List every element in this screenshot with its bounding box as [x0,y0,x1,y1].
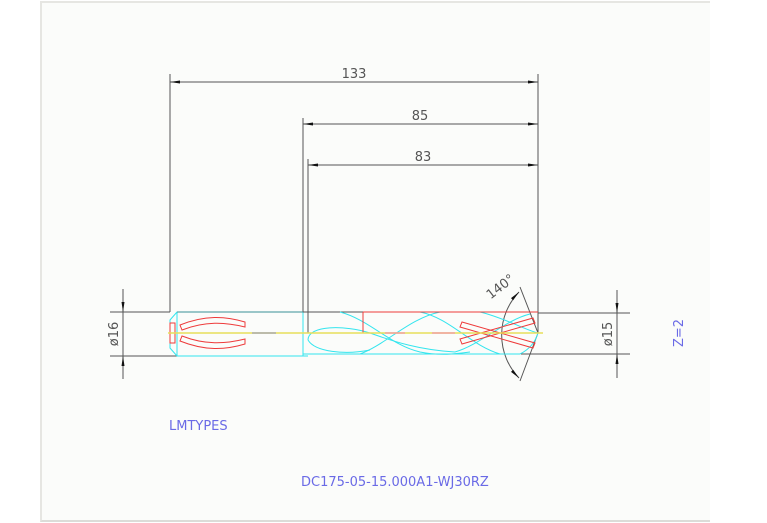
dim-overall-length: 133 [342,67,367,82]
part-number-label: DC175-05-15.000A1-WJ30RZ [301,475,489,490]
dim-shank-diameter: ø16 [107,322,122,347]
dimension-lines [121,80,619,382]
dim-flute-length-inner: 83 [415,150,432,165]
extension-lines [110,74,630,357]
dim-drill-diameter: ø15 [601,322,616,347]
source-label: LMTYPES [169,419,228,434]
drawing-sheet [40,1,710,522]
dim-point-angle: 140° [484,272,518,303]
cutting-edges [169,311,538,350]
dim-flute-length-outer: 85 [412,109,429,124]
shank-outline [169,311,308,357]
flute-count-label: Z=2 [672,319,687,347]
